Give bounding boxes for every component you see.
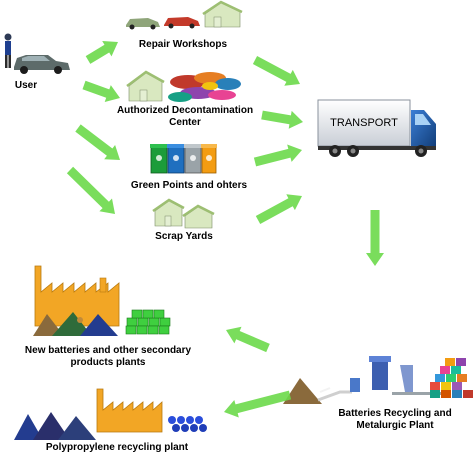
smelter-icon [283,356,444,404]
car-icon [14,55,70,74]
car-icon [126,17,200,30]
polypropylene-label: Polypropylene recycling plant [45,442,189,453]
truck-icon [317,99,436,157]
arrow-plant-to-polypropylene [224,390,292,418]
arrow-user-to-repair [85,41,118,64]
arrow-decontam-to-transport [261,110,303,129]
arrow-user-to-decontam [82,80,120,102]
arrow-repair-to-transport [252,56,300,86]
plastic-pellets-icon [168,416,207,432]
arrow-user-to-greenpoints [75,124,120,160]
material-piles-icon [14,412,96,440]
recycling-plant-label-line2: Metalurgic Plant [356,420,434,431]
user-label: User [14,80,38,91]
ingot-stack-icon [430,358,473,398]
new-batteries-label-line1: New batteries and other secondary [24,345,192,356]
arrow-user-to-scrapyards [66,166,115,214]
repair-workshops-label: Repair Workshops [138,39,228,50]
new-batteries-label-line2: products plants [70,357,146,368]
house-icon [202,0,243,28]
arrow-greenpoints-to-transport [253,144,302,167]
scrap-yards-label: Scrap Yards [155,231,213,242]
arrow-scrap-to-transport [255,194,302,224]
user-figure-icon [4,33,12,68]
flow-arrows [66,41,384,418]
decontamination-label-line1: Authorized Decontamination [116,105,254,116]
transport-label: TRANSPORT [330,117,398,129]
material-piles-icon [33,312,118,336]
decontamination-label-line2: Center [169,117,201,128]
arrow-plant-to-newbatteries [226,326,270,353]
car-pile-icon [168,72,241,102]
battery-blocks-icon [125,309,171,335]
recycling-bins-icon [150,144,217,174]
factory-icon [96,388,163,433]
green-points-label: Green Points and ohters [130,180,248,191]
house-icon [152,198,215,229]
factory-icon [34,265,120,327]
arrow-transport-to-plant [366,210,384,266]
house-icon [126,70,165,102]
recycling-plant-label-line1: Batteries Recycling and [338,408,452,419]
